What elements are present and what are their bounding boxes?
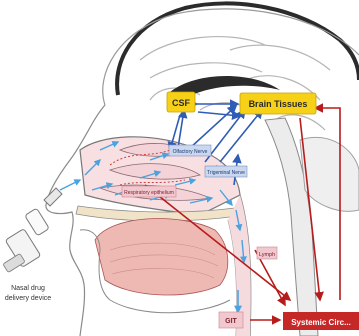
olfactory-nerve-label: Olfactory Nerve [173,149,208,155]
respiratory-epithelium-label: Respiratory epithelium [124,190,174,196]
csf-label-box: CSF [167,92,195,112]
systemic-circulation-label: Systemic Circ... [291,318,351,327]
nasal-device-icon [3,188,62,273]
olfactory-nerve-box: Olfactory Nerve [169,145,211,156]
head-outline [103,9,359,105]
csf-label: CSF [172,98,191,108]
trigeminal-nerve-box: Trigeminal Nerve [205,166,247,177]
brain-tissues-label: Brain Tissues [249,99,308,109]
brain-tissues-label-box: Brain Tissues [240,93,316,114]
respiratory-epithelium-box: Respiratory epithelium [122,186,176,197]
lymph-label: Lymph [259,252,275,258]
device-caption-line2: delivery device [5,295,51,302]
systemic-circulation-box: Systemic Circ... [283,312,359,330]
trigeminal-nerve-label: Trigeminal Nerve [207,170,245,176]
tongue [95,219,228,296]
device-caption-line1: Nasal drug [11,285,45,292]
lymph-box: Lymph [257,247,277,259]
git-label: GIT [225,318,237,325]
face-profile [46,105,105,336]
git-box: GIT [219,312,243,328]
